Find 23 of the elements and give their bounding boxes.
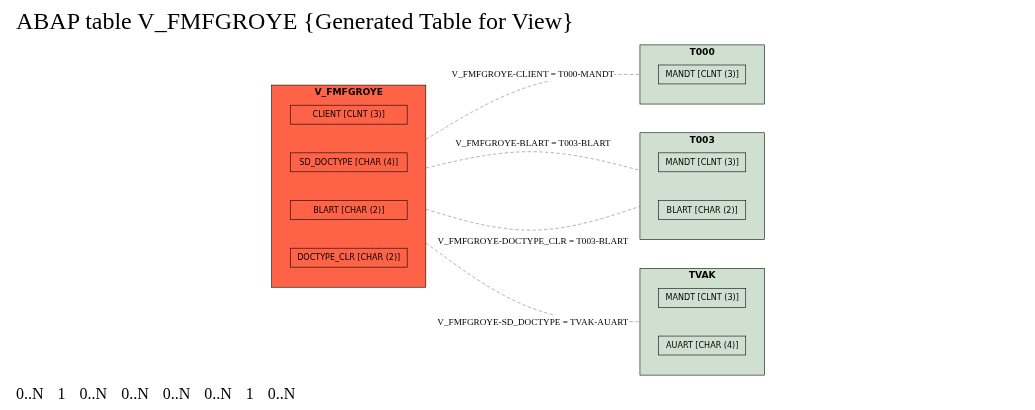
cardinality-label: 0..N <box>204 384 232 404</box>
cardinality-label: 0..N <box>267 384 296 404</box>
edge-label: V_FMFGROYE-BLART = T003-BLART <box>454 137 611 148</box>
node-box: MANDT [CLNT (3)] <box>657 288 746 308</box>
cardinality-label: 0..N <box>16 384 44 404</box>
edge-label: V_FMFGROYE-CLIENT = T000-MANDT <box>451 69 614 80</box>
cardinality-label: 0..N <box>79 384 108 404</box>
connector <box>425 151 640 171</box>
edge-label: V_FMFGROYE-SD_DOCTYPE = TVAK-AUART <box>436 316 628 327</box>
cardinality-label: 1 <box>245 384 254 404</box>
node-box: MANDT [CLNT (3)] <box>657 152 746 173</box>
cardinality-label: 0..N <box>162 384 191 404</box>
node-box: DOCTYPE_CLR [CHAR (2)] <box>289 247 407 268</box>
cardinality-label: 0..N <box>121 384 149 404</box>
edge-label: V_FMFGROYE-DOCTYPE_CLR = T003-BLART <box>436 236 628 246</box>
node-box: BLART [CHAR (2)] <box>289 200 407 220</box>
cardinality-label: 1 <box>57 384 66 404</box>
node-box: BLART [CHAR (2)] <box>657 200 746 220</box>
node-box: SD_DOCTYPE [CHAR (4)] <box>289 152 407 173</box>
diagram-title: ABAP table V_FMFGROYE {Generated Table for View} <box>16 7 574 36</box>
node-box: MANDT [CLNT (3)] <box>657 64 746 85</box>
node-box: CLIENT [CLNT (3)] <box>289 104 407 125</box>
node-box: AUART [CHAR (4)] <box>657 335 746 356</box>
